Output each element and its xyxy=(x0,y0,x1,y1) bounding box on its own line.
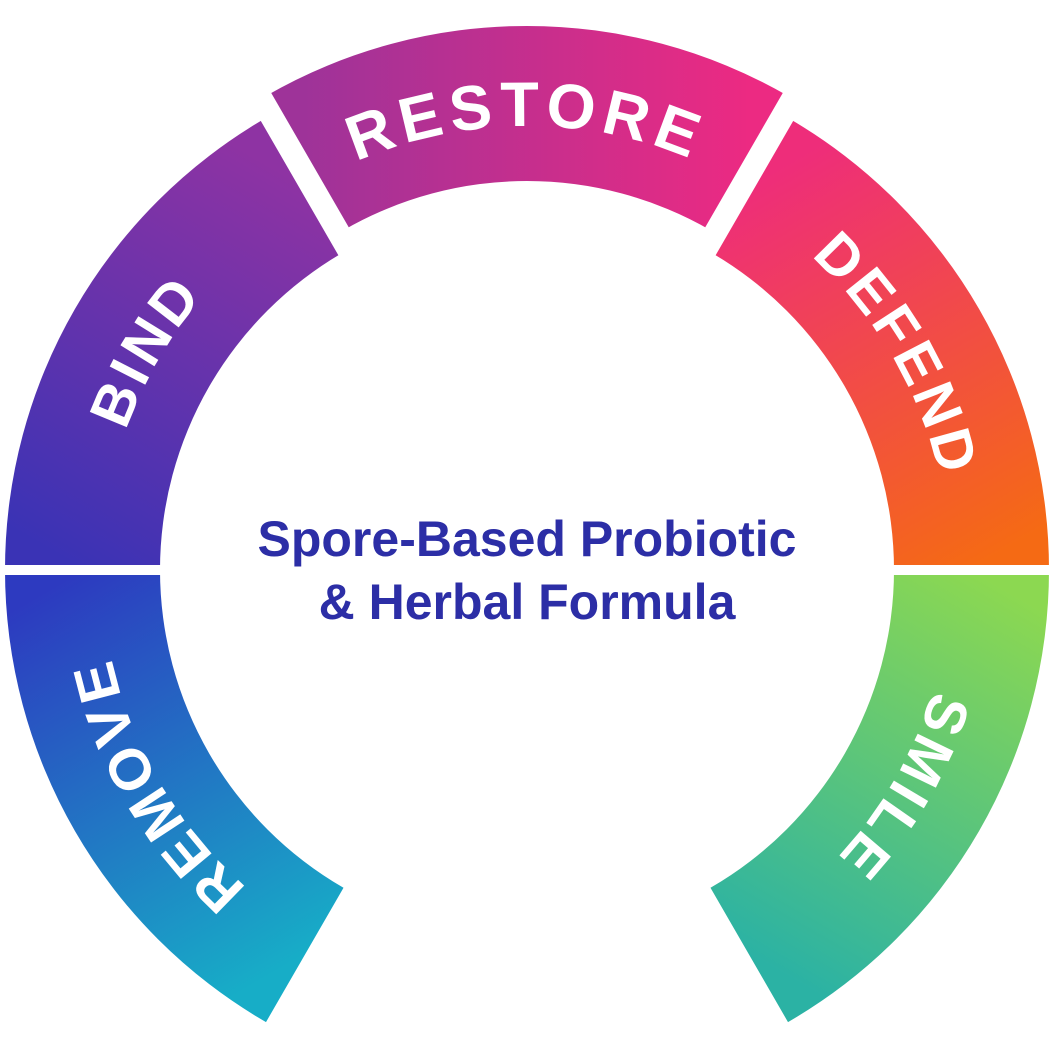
center-title-line2: & Herbal Formula xyxy=(319,574,737,630)
segment-restore-group xyxy=(266,25,788,231)
divider-upper-left-exploded xyxy=(256,85,353,240)
center-title: Spore-Based Probiotic & Herbal Formula xyxy=(258,511,797,630)
segment-bind xyxy=(4,117,344,571)
segment-remove xyxy=(4,570,344,1023)
divider-upper-left xyxy=(256,107,353,262)
center-title-line1: Spore-Based Probiotic xyxy=(258,511,797,567)
ring-segments xyxy=(4,25,1049,1023)
segment-defend xyxy=(710,117,1049,571)
segment-dividers xyxy=(0,85,1056,575)
divider-upper-right-exploded xyxy=(701,85,798,240)
segment-smile xyxy=(710,570,1049,1023)
divider-upper-right xyxy=(701,107,798,262)
segment-restore xyxy=(266,25,788,231)
